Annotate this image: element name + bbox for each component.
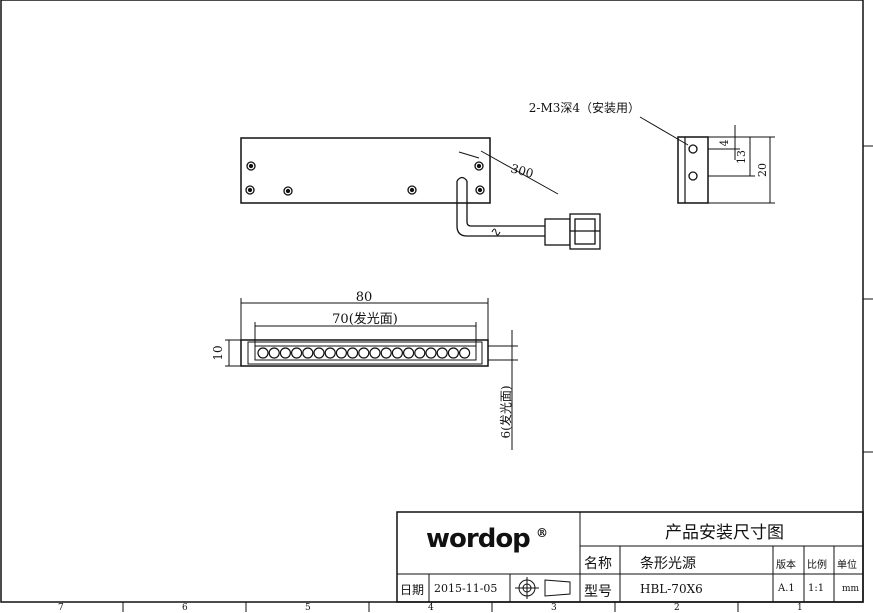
led-element [425,347,437,359]
zone-number: 5 [305,603,311,613]
zone-number: 2 [674,603,680,613]
model-label: 型号 [584,584,612,600]
zone-number: 6 [182,603,188,613]
name-label: 名称 [584,556,612,572]
led-element [335,347,347,359]
title-block [396,511,864,603]
led-element [302,347,314,359]
version-value: A.1 [778,583,795,594]
led-element [313,347,325,359]
led-element [459,347,471,359]
scale-label: 比例 [807,560,827,571]
led-element [291,347,303,359]
led-element [436,347,448,359]
led-element [414,347,426,359]
mounting-holes [245,161,485,196]
side-view: 4 13 20 2-M3深4（安装用） [529,100,775,204]
cable-length-dimension: 300 [509,161,535,180]
drawing-title: 产品安装尺寸图 [665,523,784,543]
hole-spacing-dimension: 13 [735,150,748,164]
date-label: 日期 [400,583,425,597]
company-logo: wordop [426,524,531,554]
led-element [268,347,280,359]
led-element [403,347,415,359]
led-element [324,347,336,359]
top-view: 300 [240,137,601,250]
logo-registered-mark: ® [536,526,548,540]
zone-number: 7 [58,603,64,613]
zone-number: 4 [428,603,434,613]
led-row [257,347,471,359]
model-value: HBL-70X6 [640,582,703,596]
callout-leader [639,116,689,146]
name-value: 条形光源 [640,556,696,572]
scale-value: 1:1 [808,583,825,594]
date-value: 2015-11-05 [434,582,498,595]
cable-dim-line [480,150,559,195]
top-view-body [240,137,491,204]
emitting-width-dimension: 6(发光面) [498,386,513,439]
zone-number: 1 [797,603,803,613]
hole-offset-dimension: 4 [718,140,731,147]
side-height-dimension: 20 [756,163,769,177]
led-element [358,347,370,359]
emitting-length-dimension: 70(发光面) [332,311,398,327]
total-length-dimension: 80 [356,290,373,305]
front-view: 80 70(发光面) 10 6(发光面) [211,290,518,450]
led-element [447,347,459,359]
cable [456,176,545,237]
led-element [257,347,269,359]
led-element [347,347,359,359]
cable-dim-extension [458,151,480,159]
mounting-hole-callout: 2-M3深4（安装用） [529,100,640,115]
connector [544,213,601,250]
unit-value: mm [842,584,860,594]
led-element [369,347,381,359]
led-element [279,347,291,359]
zone-number: 3 [551,603,557,613]
unit-label: 单位 [837,560,857,571]
led-element [380,347,392,359]
height-dimension: 10 [211,345,225,360]
led-element [391,347,403,359]
version-label: 版本 [776,560,796,571]
